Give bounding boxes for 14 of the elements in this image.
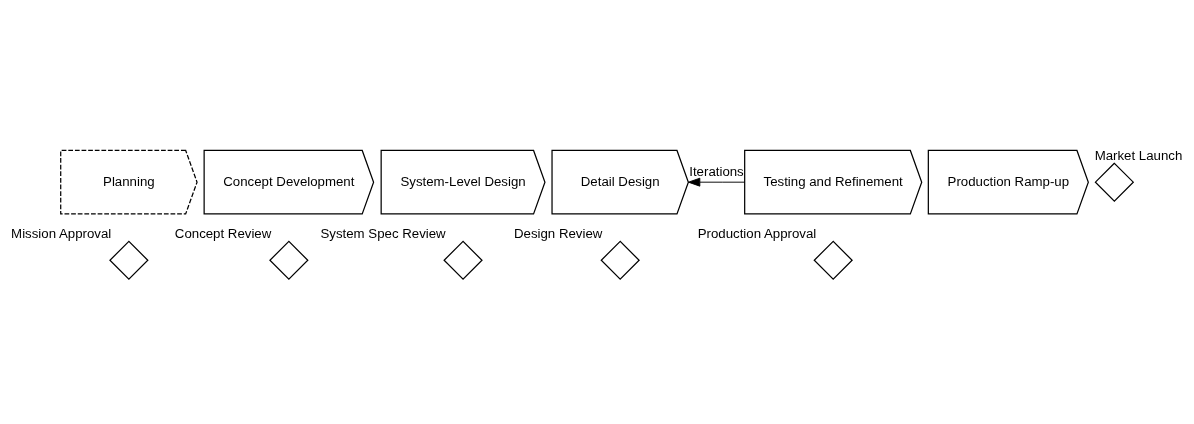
arrow	[688, 177, 746, 187]
node-label: Production Approval	[697, 225, 817, 241]
node-diamond	[443, 240, 483, 281]
node-diamond	[109, 240, 149, 281]
node-diamond	[1094, 162, 1135, 202]
node-label: Mission Approval	[11, 225, 112, 241]
node-label: Market Launch	[1094, 147, 1183, 163]
node-diamond	[269, 240, 309, 281]
edge-label: Iterations	[689, 163, 744, 179]
node-label: Design Review	[514, 225, 603, 241]
node-label: Concept Review	[174, 225, 272, 241]
node-label: System Spec Review	[320, 225, 446, 241]
node-diamond	[813, 240, 853, 281]
node-diamond	[600, 240, 640, 281]
